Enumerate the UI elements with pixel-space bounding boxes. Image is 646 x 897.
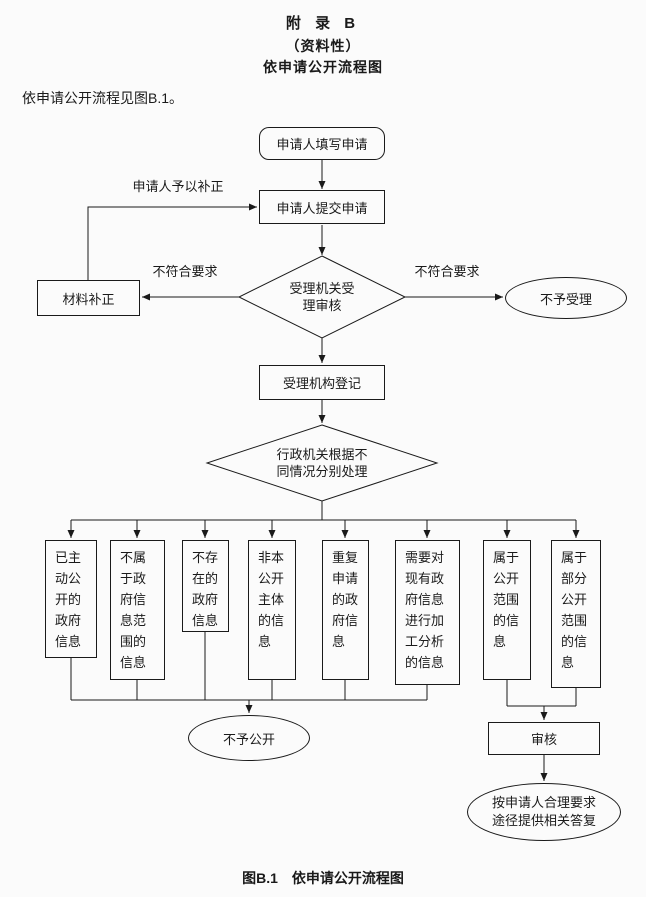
flow-node-not-disclosed-label: 不予公开 xyxy=(222,731,275,747)
label-right-condition: 不符合要求 xyxy=(414,264,480,279)
flow-node-not-disclosed: 不予公开 xyxy=(188,715,310,761)
flow-node-start-label: 申请人填写申请 xyxy=(276,137,368,152)
category-label: 非本公开主体的信息 xyxy=(258,550,285,649)
category-box-not-this-subject: 非本公开主体的信息 xyxy=(248,540,296,680)
category-box-not-gov-info: 不属于政府信息范围的信息 xyxy=(110,540,165,680)
category-box-needs-processing: 需要对现有政府信息进行加工分析的信息 xyxy=(395,540,460,685)
appendix-heading: 依申请公开流程图 xyxy=(263,59,383,75)
flow-node-start: 申请人填写申请 xyxy=(259,127,385,160)
flow-node-dispatch: 行政机关根据不同情况分别处理 xyxy=(222,444,422,482)
label-resubmit: 申请人予以补正 xyxy=(132,179,224,194)
flow-node-reply: 按申请人合理要求途径提供相关答复 xyxy=(467,783,621,841)
category-box-partially-disclosable: 属于部分公开范围的信息 xyxy=(551,540,601,688)
category-label: 属于部分公开范围的信息 xyxy=(561,550,588,670)
category-label: 重复申请的政府信息 xyxy=(332,550,359,649)
category-label: 属于公开范围的信息 xyxy=(493,550,520,649)
flow-node-submit-label: 申请人提交申请 xyxy=(276,200,368,216)
category-box-nonexistent: 不存在的政府信息 xyxy=(182,540,229,632)
flow-node-accept-review: 受理机关受理审核 xyxy=(242,277,402,317)
category-box-repeated-request: 重复申请的政府信息 xyxy=(322,540,369,680)
category-box-disclosable: 属于公开范围的信息 xyxy=(483,540,531,680)
flow-node-accept-review-label: 受理机关受理审核 xyxy=(289,281,355,313)
category-label: 不属于政府信息范围的信息 xyxy=(120,550,147,670)
appendix-title: 附 录 B xyxy=(285,15,361,32)
flow-node-registration: 受理机构登记 xyxy=(259,365,385,400)
flow-node-material-correction-label: 材料补正 xyxy=(62,291,115,307)
category-label: 不存在的政府信息 xyxy=(192,550,219,628)
appendix-subtitle: （资料性） xyxy=(285,38,361,54)
category-label: 需要对现有政府信息进行加工分析的信息 xyxy=(405,550,445,670)
flow-node-submit: 申请人提交申请 xyxy=(259,190,385,224)
intro-text: 依申请公开流程见图B.1。 xyxy=(22,90,184,106)
flow-node-registration-label: 受理机构登记 xyxy=(282,376,361,391)
flow-node-dispatch-label: 行政机关根据不同情况分别处理 xyxy=(276,447,368,479)
figure-caption: 图B.1 依申请公开流程图 xyxy=(242,870,404,886)
flow-node-not-accepted: 不予受理 xyxy=(505,277,627,319)
category-box-already-disclosed: 已主动公开的政府信息 xyxy=(45,540,97,658)
flow-node-reply-label: 按申请人合理要求途径提供相关答复 xyxy=(491,795,596,828)
flow-node-review-label: 审核 xyxy=(530,732,557,747)
flow-node-not-accepted-label: 不予受理 xyxy=(539,291,592,307)
flow-node-review: 审核 xyxy=(488,722,600,755)
category-label: 已主动公开的政府信息 xyxy=(55,550,82,649)
arrow-correction-to-submit xyxy=(87,203,257,280)
label-left-condition: 不符合要求 xyxy=(152,264,218,279)
flow-node-material-correction: 材料补正 xyxy=(37,280,140,316)
